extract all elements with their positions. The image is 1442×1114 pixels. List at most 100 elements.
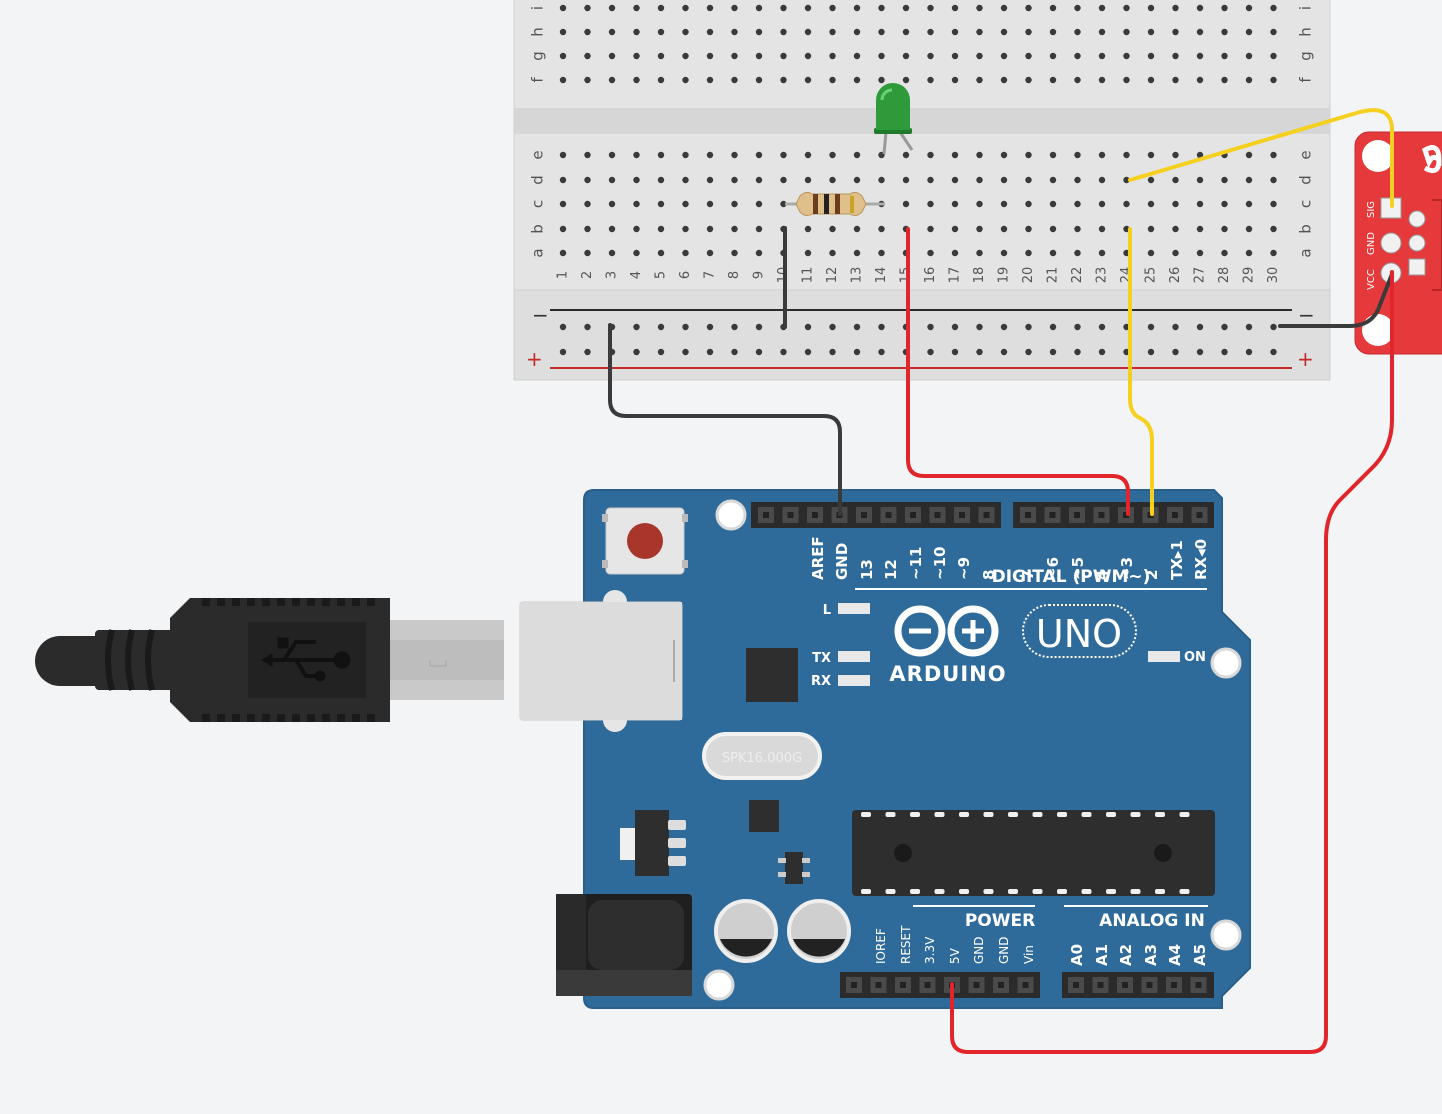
- breadboard-hole[interactable]: [1123, 76, 1130, 84]
- breadboard-hole[interactable]: [731, 176, 738, 184]
- breadboard-hole[interactable]: [608, 76, 616, 84]
- breadboard-hole[interactable]: [1221, 4, 1228, 12]
- breadboard-hole[interactable]: [1049, 176, 1057, 184]
- breadboard-hole[interactable]: [1000, 52, 1008, 60]
- breadboard-hole[interactable]: [1000, 176, 1008, 184]
- rail-hole[interactable]: [584, 323, 591, 331]
- breadboard-hole[interactable]: [1196, 28, 1204, 36]
- breadboard-hole[interactable]: [608, 28, 616, 36]
- breadboard-hole[interactable]: [780, 76, 787, 84]
- breadboard-hole[interactable]: [633, 28, 640, 36]
- breadboard-hole[interactable]: [853, 76, 861, 84]
- breadboard-holes[interactable]: [559, 4, 1277, 356]
- breadboard-hole[interactable]: [755, 28, 763, 36]
- breadboard-hole[interactable]: [951, 225, 959, 233]
- rail-hole[interactable]: [1025, 348, 1032, 356]
- breadboard-hole[interactable]: [1147, 225, 1155, 233]
- rail-hole[interactable]: [951, 323, 959, 331]
- breadboard-hole[interactable]: [559, 225, 567, 233]
- rail-hole[interactable]: [878, 348, 885, 356]
- breadboard-hole[interactable]: [1270, 225, 1277, 233]
- breadboard-hole[interactable]: [706, 225, 714, 233]
- breadboard-hole[interactable]: [780, 4, 787, 12]
- breadboard-hole[interactable]: [829, 249, 836, 257]
- breadboard-hole[interactable]: [1172, 249, 1179, 257]
- breadboard-hole[interactable]: [1196, 200, 1204, 208]
- breadboard-hole[interactable]: [682, 176, 689, 184]
- rail-hole[interactable]: [853, 323, 861, 331]
- rail-hole[interactable]: [1172, 323, 1179, 331]
- breadboard-hole[interactable]: [951, 200, 959, 208]
- rail-hole[interactable]: [1245, 348, 1253, 356]
- breadboard-hole[interactable]: [829, 225, 836, 233]
- breadboard-hole[interactable]: [951, 52, 959, 60]
- rail-hole[interactable]: [1221, 348, 1228, 356]
- power-jack[interactable]: [556, 894, 692, 996]
- rail-hole[interactable]: [804, 348, 812, 356]
- rail-hole[interactable]: [780, 348, 787, 356]
- breadboard-hole[interactable]: [1025, 200, 1032, 208]
- breadboard-hole[interactable]: [755, 249, 763, 257]
- breadboard-hole[interactable]: [1123, 28, 1130, 36]
- sensor-module[interactable]: SIG GND VCC: [1354, 131, 1442, 355]
- breadboard-hole[interactable]: [1147, 52, 1155, 60]
- breadboard-hole[interactable]: [902, 4, 910, 12]
- breadboard-hole[interactable]: [731, 225, 738, 233]
- breadboard-hole[interactable]: [1221, 28, 1228, 36]
- rail-hole[interactable]: [633, 348, 640, 356]
- breadboard-hole[interactable]: [1172, 200, 1179, 208]
- breadboard-hole[interactable]: [706, 176, 714, 184]
- breadboard-hole[interactable]: [1221, 176, 1228, 184]
- breadboard-hole[interactable]: [731, 76, 738, 84]
- breadboard-hole[interactable]: [1025, 249, 1032, 257]
- breadboard-hole[interactable]: [1098, 249, 1106, 257]
- green-led[interactable]: [874, 83, 914, 155]
- breadboard-hole[interactable]: [584, 176, 591, 184]
- breadboard-hole[interactable]: [755, 151, 763, 159]
- wire-5v-red[interactable]: [950, 270, 1394, 1054]
- breadboard-hole[interactable]: [584, 28, 591, 36]
- breadboard-hole[interactable]: [1074, 4, 1081, 12]
- rail-hole[interactable]: [951, 348, 959, 356]
- breadboard-hole[interactable]: [1196, 4, 1204, 12]
- breadboard-hole[interactable]: [608, 249, 616, 257]
- rail-hole[interactable]: [1245, 323, 1253, 331]
- breadboard-hole[interactable]: [780, 176, 787, 184]
- breadboard-hole[interactable]: [829, 4, 836, 12]
- breadboard-hole[interactable]: [1049, 249, 1057, 257]
- breadboard-hole[interactable]: [804, 52, 812, 60]
- breadboard-hole[interactable]: [1123, 176, 1130, 184]
- breadboard-hole[interactable]: [976, 28, 983, 36]
- breadboard-hole[interactable]: [1196, 225, 1204, 233]
- breadboard-hole[interactable]: [1025, 52, 1032, 60]
- breadboard-hole[interactable]: [804, 4, 812, 12]
- breadboard-hole[interactable]: [902, 52, 910, 60]
- rail-hole[interactable]: [633, 323, 640, 331]
- breadboard-hole[interactable]: [1172, 151, 1179, 159]
- breadboard-hole[interactable]: [951, 176, 959, 184]
- breadboard-hole[interactable]: [1270, 176, 1277, 184]
- breadboard-hole[interactable]: [1221, 76, 1228, 84]
- breadboard-hole[interactable]: [1049, 76, 1057, 84]
- rail-hole[interactable]: [804, 323, 812, 331]
- breadboard-hole[interactable]: [682, 76, 689, 84]
- breadboard-hole[interactable]: [976, 200, 983, 208]
- breadboard-hole[interactable]: [976, 249, 983, 257]
- breadboard-hole[interactable]: [1000, 225, 1008, 233]
- rail-hole[interactable]: [559, 323, 567, 331]
- breadboard-hole[interactable]: [1196, 52, 1204, 60]
- breadboard-hole[interactable]: [829, 28, 836, 36]
- breadboard-hole[interactable]: [755, 225, 763, 233]
- breadboard-hole[interactable]: [706, 52, 714, 60]
- breadboard-hole[interactable]: [1074, 176, 1081, 184]
- rail-hole[interactable]: [1049, 348, 1057, 356]
- breadboard-hole[interactable]: [902, 76, 910, 84]
- breadboard-hole[interactable]: [780, 52, 787, 60]
- breadboard-hole[interactable]: [804, 76, 812, 84]
- breadboard-hole[interactable]: [1098, 28, 1106, 36]
- rail-hole[interactable]: [1172, 348, 1179, 356]
- breadboard-hole[interactable]: [1000, 28, 1008, 36]
- breadboard-hole[interactable]: [755, 76, 763, 84]
- breadboard-hole[interactable]: [1049, 4, 1057, 12]
- breadboard-hole[interactable]: [976, 52, 983, 60]
